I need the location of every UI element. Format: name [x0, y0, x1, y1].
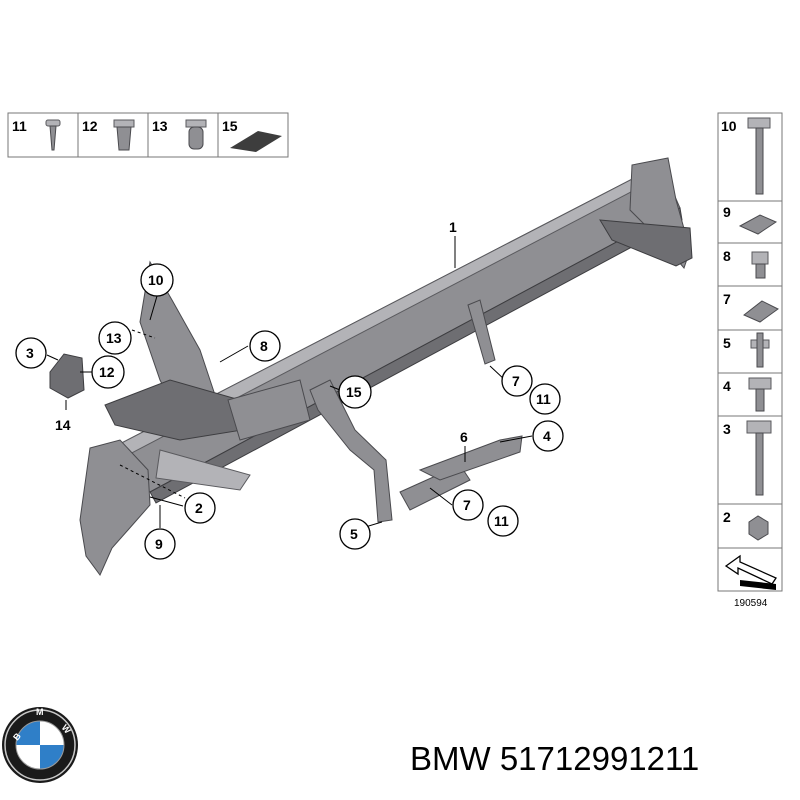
callout-4: 4	[543, 428, 551, 444]
callout-14: 14	[55, 417, 71, 433]
callout-2: 2	[195, 500, 203, 516]
callout-5-circle	[339, 518, 371, 550]
callout-7a-circle	[501, 365, 533, 397]
callout-10: 10	[148, 272, 164, 288]
legend-side-num: 2	[723, 509, 731, 525]
callout-9-circle	[144, 528, 176, 560]
callout-11b: 11	[494, 513, 509, 529]
callout-7b-circle	[452, 489, 484, 521]
plug-nut-icon	[185, 119, 207, 150]
legend-top-num: 11	[12, 118, 27, 134]
callout-3: 3	[26, 345, 34, 361]
hex-nut-icon	[748, 515, 769, 541]
legend-top-num: 12	[82, 118, 98, 134]
callout-13-circle	[98, 321, 132, 355]
callout-15-circle	[338, 375, 372, 409]
legend-side-num: 3	[723, 421, 731, 437]
callout-4-circle	[532, 420, 564, 452]
svg-text:B: B	[11, 731, 23, 743]
part-caption: BMW 51712991211	[410, 740, 699, 778]
callout-1: 1	[449, 219, 457, 235]
legend-top: 11 12 13 15	[7, 112, 289, 158]
callout-11b-circle	[487, 505, 519, 537]
callout-11a-circle	[529, 383, 561, 415]
callout-6: 6	[460, 429, 468, 445]
pad-icon	[230, 131, 282, 152]
legend-top-num: 13	[152, 118, 168, 134]
screw-icon	[45, 119, 61, 151]
callout-7b: 7	[463, 497, 471, 513]
legend-side-num: 4	[723, 378, 731, 394]
legend-side-num: 5	[723, 335, 731, 351]
callout-2-circle	[184, 492, 216, 524]
legend-side-num: 8	[723, 248, 731, 264]
legend-side-num: 7	[723, 291, 731, 307]
callout-8-circle	[249, 330, 281, 362]
callout-12-circle	[91, 355, 125, 389]
clip-nut-icon	[738, 214, 778, 235]
legend-side-frame	[717, 112, 783, 592]
legend-side-num: 9	[723, 204, 731, 220]
callout-9: 9	[155, 536, 163, 552]
expanding-nut-icon	[113, 119, 135, 151]
callout-7a: 7	[512, 373, 520, 389]
callout-13: 13	[106, 330, 122, 346]
stud-bolt-icon	[750, 332, 770, 368]
legend-side-num: 10	[721, 118, 737, 134]
legend-side: 10 9 8 7 5 4 3 2	[717, 112, 783, 609]
legend-top-num: 15	[222, 118, 238, 134]
callouts: 1 2 3 4 5 6 7 7 8 9 10 11 11 12 13 14 15	[15, 219, 564, 560]
callout-5: 5	[350, 526, 358, 542]
arrow-pointer-icon	[724, 554, 777, 590]
callout-3-circle	[15, 337, 47, 369]
callout-15: 15	[346, 384, 362, 400]
diagram-ref-number: 190594	[734, 598, 768, 609]
hex-nut-collar-icon	[751, 251, 769, 279]
callout-11a: 11	[536, 391, 551, 407]
callout-8: 8	[260, 338, 268, 354]
brand-name: BMW	[410, 740, 491, 777]
hex-bolt-short-icon	[748, 377, 772, 412]
part-number: 51712991211	[499, 740, 700, 777]
spring-clip-icon	[743, 300, 779, 323]
hex-bolt-flange-icon	[746, 420, 772, 496]
bmw-logo: B M W	[2, 707, 78, 783]
callout-10-circle	[140, 263, 174, 297]
svg-text:M: M	[36, 707, 44, 717]
hex-bolt-long-icon	[747, 117, 771, 195]
cross-car-beam	[49, 157, 693, 576]
callout-12: 12	[99, 364, 115, 380]
